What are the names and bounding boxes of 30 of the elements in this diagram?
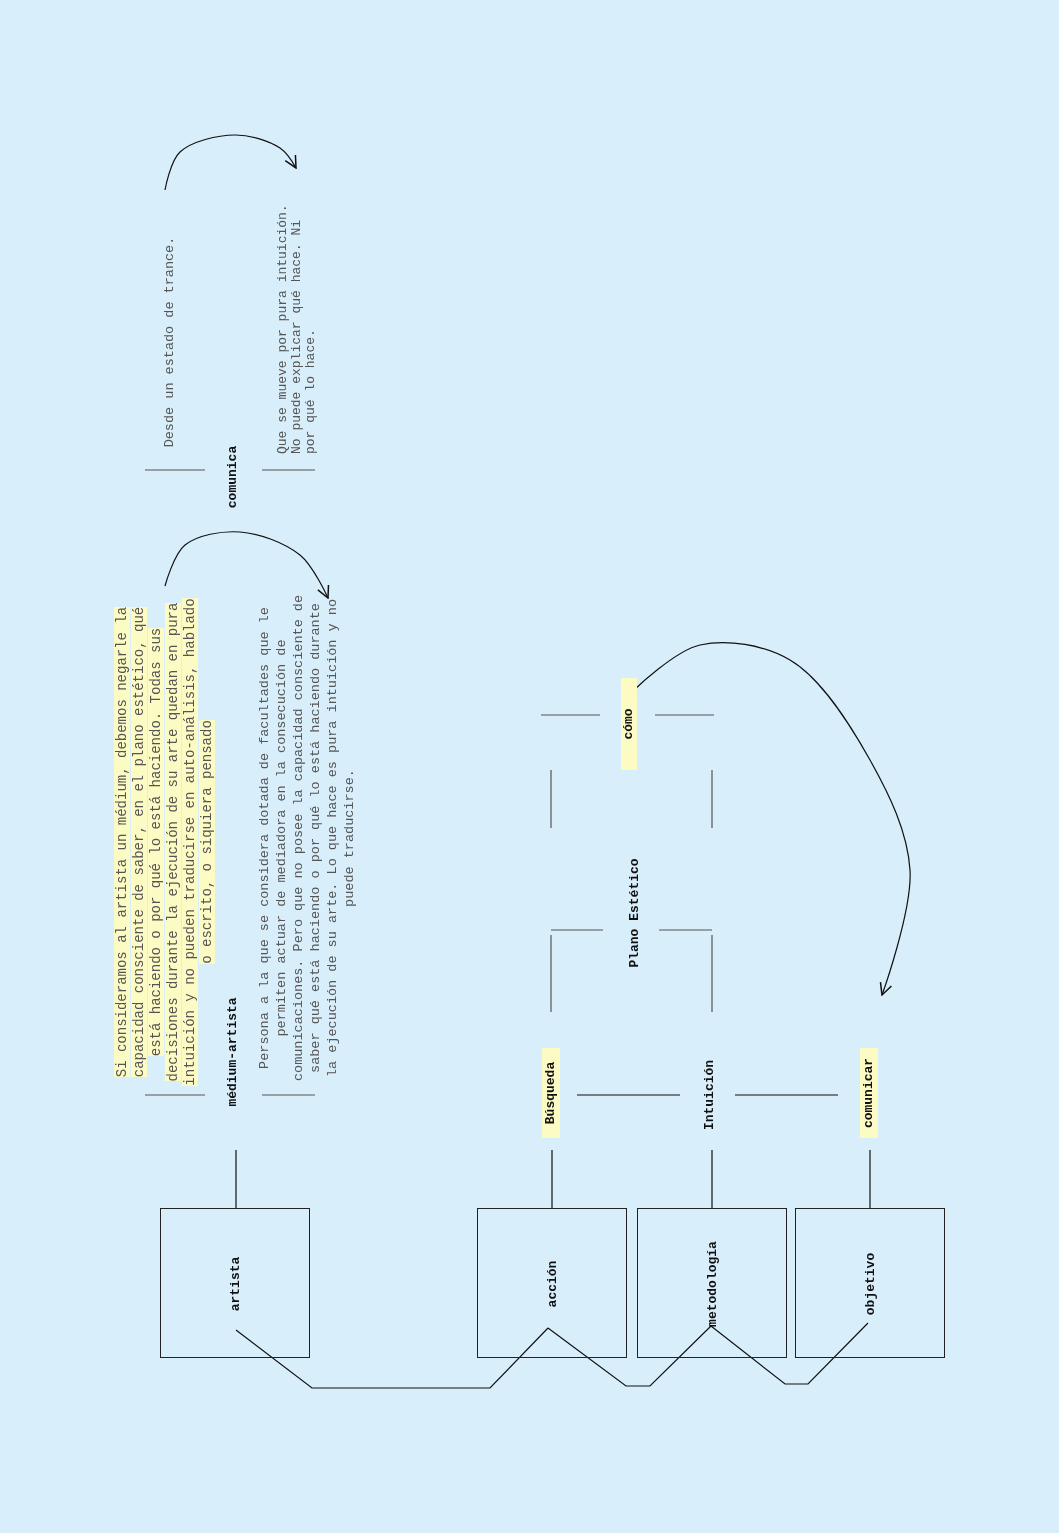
- curved-arrow: [164, 531, 330, 599]
- box-label: metodología: [704, 1240, 720, 1329]
- concept-box: [160, 1208, 310, 1358]
- node-label: Intuición: [701, 1050, 719, 1140]
- paragraph: Persona a la que se considera dotada de facultades que le permiten actuar de mediadora en la consecución de comunicaciones. Pero que no posee la capacidad consciente de saber qué está haciendo o por qué lo está haciendo durante la ejecución de su arte. Lo que hace es pura intuición y no puede traducirse.: [256, 593, 358, 1083]
- node-label: comunicar: [860, 1048, 878, 1138]
- note-text: Desde un estado de trance.: [162, 222, 178, 462]
- curved-arrow: [164, 134, 297, 191]
- connector-line: [710, 1322, 869, 1385]
- box-label: objetivo: [862, 1251, 878, 1318]
- connector-line: [235, 1327, 549, 1389]
- connector-line: [711, 1149, 713, 1209]
- connector-line: [576, 1094, 681, 1096]
- node-label: Plano Estético: [627, 848, 643, 978]
- box-label: acción: [544, 1259, 560, 1310]
- node-label: comunica: [225, 437, 241, 517]
- concept-box: [637, 1208, 787, 1358]
- concept-box: [477, 1208, 627, 1358]
- connector-line: [734, 1094, 839, 1096]
- box-label: artista: [227, 1255, 243, 1314]
- node-label: Búsqueda: [542, 1048, 560, 1138]
- connector-line: [235, 1149, 237, 1209]
- concept-box: [795, 1208, 945, 1358]
- paragraph: Si consideramos al artista un médium, debemos negarle la capacidad consciente de saber, en el plano estético, qué está haciendo o por qué lo está haciendo. Todas sus decisiones durante la ejecución de su arte quedan en pura intuición y no pueden traducirse en auto-análisis, hablado o escrito, o siquiera pensado: [114, 597, 216, 1087]
- connector-line: [869, 1149, 871, 1209]
- connector-line: [547, 1325, 712, 1387]
- connector-line: [551, 1149, 553, 1209]
- node-label: médium-artista: [225, 987, 241, 1117]
- node-label: cómo: [621, 678, 637, 770]
- paragraph: Que se mueve por pura intuición. No puede explicar qué hace. Ni por qué lo hace.: [276, 190, 318, 454]
